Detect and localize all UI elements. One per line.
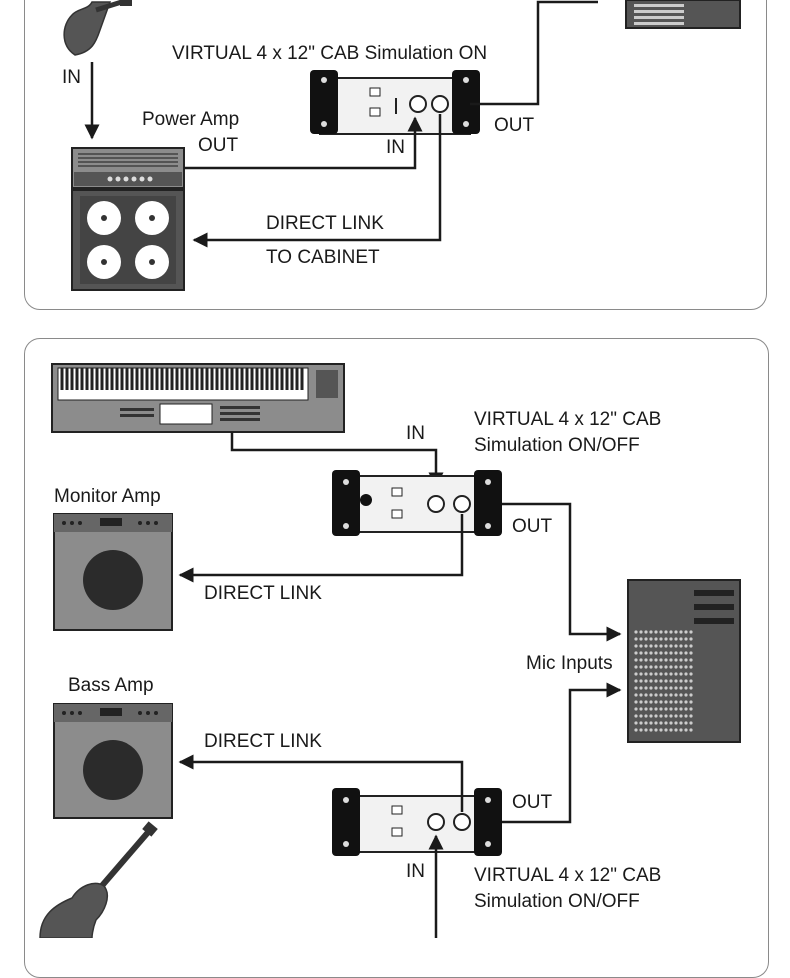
keyboard-to-di-in-cable (230, 432, 444, 488)
di2-out-to-mic-input-cable (502, 682, 622, 824)
di1-out-to-mic-input-cable (502, 502, 622, 642)
cab-simulator-di-box-2 (332, 788, 502, 856)
device1-out-label: OUT (512, 516, 553, 537)
keyboard-synth-icon (51, 363, 345, 433)
direct-link-to-bass-amp-cable (178, 754, 464, 812)
wiring-diagram (39, 0, 741, 938)
bass-guitar-icon (39, 821, 158, 938)
device1-caption-line1: VIRTUAL 4 x 12" CAB (474, 409, 662, 430)
guitar-amp-stack-icon (71, 147, 185, 291)
direct-link-2-label: DIRECT LINK (204, 731, 322, 752)
mixer-console-top-icon (625, 0, 741, 29)
direct-link-to-monitor-amp-cable (178, 514, 464, 583)
direct-link-1-label: DIRECT LINK (204, 583, 322, 604)
keyboard-in-label: IN (406, 423, 425, 444)
guitar-in-label: IN (62, 67, 81, 88)
mixer-console-icon (627, 579, 741, 743)
bass-amp-icon (53, 703, 173, 819)
amp-out-label: OUT (198, 135, 239, 156)
di-out-to-mixer-cable (470, 0, 598, 106)
top-device-in-label: IN (386, 137, 405, 158)
direct-link-to-cabinet-cable (192, 114, 442, 248)
top-direct-link-label: DIRECT LINK (266, 213, 384, 234)
device2-in-label: IN (406, 861, 425, 882)
device2-caption-line2: Simulation ON/OFF (474, 891, 640, 912)
device1-caption-line2: Simulation ON/OFF (474, 435, 640, 456)
to-cabinet-label: TO CABINET (266, 247, 380, 268)
top-device-out-label: OUT (494, 115, 535, 136)
mic-inputs-label: Mic Inputs (526, 653, 613, 674)
cab-simulator-di-box-1 (332, 470, 502, 536)
guitar-icon (63, 0, 132, 56)
top-device-caption: VIRTUAL 4 x 12" CAB Simulation ON (172, 43, 488, 64)
power-amp-label: Power Amp (142, 109, 240, 130)
device2-out-label: OUT (512, 792, 553, 813)
device2-caption-line1: VIRTUAL 4 x 12" CAB (474, 865, 662, 886)
cab-simulator-di-box-top (310, 70, 480, 135)
monitor-amp-label: Monitor Amp (54, 486, 161, 507)
amp-out-to-di-in-cable (184, 116, 423, 170)
monitor-amp-icon (53, 513, 173, 631)
bass-amp-label: Bass Amp (68, 675, 154, 696)
